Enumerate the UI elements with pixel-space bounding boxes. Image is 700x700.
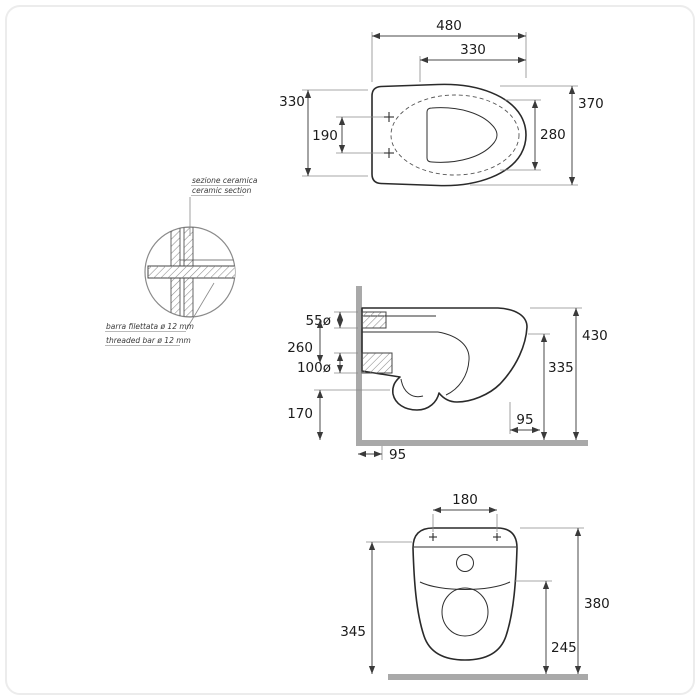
dim-side-outlet-wall-distance: 95 <box>389 447 406 463</box>
wall <box>356 286 362 444</box>
fixing-hole-mark <box>493 533 501 541</box>
trap-bulge <box>441 587 489 637</box>
detail-bar-label-en: threaded bar ø 12 mm <box>106 336 191 345</box>
top-view-rim-hidden-line <box>390 94 520 176</box>
detail-bar-label-it: barra filettata ø 12 mm <box>106 322 194 331</box>
top-view: 480 330 330 190 370 280 <box>279 18 604 187</box>
dim-top-width-inner: 330 <box>460 42 486 58</box>
dim-top-width-total: 480 <box>436 18 462 34</box>
flush-inlet <box>361 311 387 329</box>
side-view-profile <box>361 307 528 411</box>
front-view: 180 380 245 345 <box>340 492 610 680</box>
fixing-hole-mark <box>384 148 394 158</box>
top-view-bowl-outline <box>371 83 527 187</box>
floor <box>356 440 588 446</box>
detail-section-label-it: sezione ceramica <box>192 176 258 185</box>
dim-top-opening-depth: 280 <box>540 127 566 143</box>
fixing-detail: sezione ceramica ceramic section barra f… <box>105 176 258 346</box>
front-view-outline <box>412 527 518 661</box>
dim-side-outlet-diameter: 100ø <box>297 360 331 376</box>
dim-front-lower-height: 245 <box>551 640 577 656</box>
detail-section <box>147 227 235 317</box>
dim-top-depth-total: 370 <box>578 96 604 112</box>
top-view-opening <box>426 107 498 163</box>
dim-side-total-height: 430 <box>582 328 608 344</box>
dim-side-front-offset: 95 <box>516 412 533 428</box>
soil-outlet <box>361 352 393 374</box>
dim-top-fixing-holes: 190 <box>312 128 338 144</box>
fixing-hole-mark <box>429 533 437 541</box>
flush-port <box>456 554 474 572</box>
dim-side-bottom-clearance: 170 <box>287 406 313 422</box>
side-view: 55ø 260 100ø 170 430 335 95 95 <box>287 286 608 463</box>
fixing-hole-mark <box>384 112 394 122</box>
dim-side-inlet-diameter: 55ø <box>306 313 331 329</box>
dim-top-depth-left: 330 <box>279 94 305 110</box>
page-frame <box>5 5 695 695</box>
floor <box>388 674 588 680</box>
dim-side-front-height: 335 <box>548 360 574 376</box>
dim-front-total-height: 380 <box>584 596 610 612</box>
detail-section-label-en: ceramic section <box>192 186 252 195</box>
dim-front-fixing-holes: 180 <box>452 492 478 508</box>
dim-front-side-height: 345 <box>340 624 366 640</box>
dim-side-inlet-outlet-distance: 260 <box>287 340 313 356</box>
